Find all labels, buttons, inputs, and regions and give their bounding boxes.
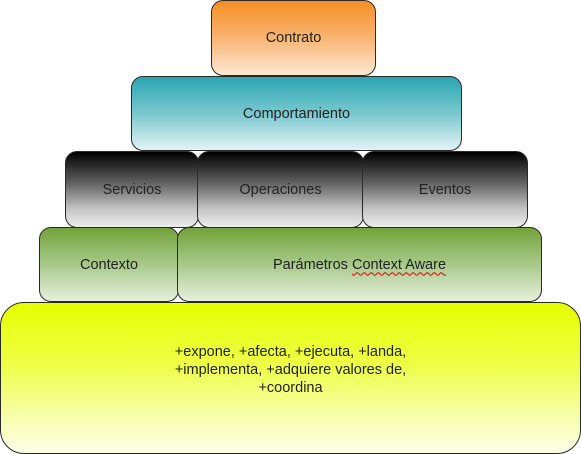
contexto-box: Contexto xyxy=(39,227,179,302)
eventos-label: Eventos xyxy=(418,181,472,198)
contexto-label: Contexto xyxy=(79,256,139,273)
comportamiento-box: Comportamiento xyxy=(131,76,462,151)
base-line-2: +implementa, +adquiere valores de, xyxy=(174,362,407,378)
comportamiento-label: Comportamiento xyxy=(242,105,351,122)
base-box: +expone, +afecta, +ejecuta, +landa, +imp… xyxy=(0,302,581,454)
parametros-label: Parámetros Context Aware xyxy=(273,257,446,273)
base-line-1: +expone, +afecta, +ejecuta, +landa, xyxy=(174,344,407,360)
contrato-box: Contrato xyxy=(211,0,376,76)
parametros-prefix: Parámetros xyxy=(272,256,352,273)
base-line-3: +coordina xyxy=(258,380,323,396)
contrato-label: Contrato xyxy=(265,30,322,46)
servicios-box: Servicios xyxy=(65,151,199,228)
context-aware-spellcheck-text: Context Aware xyxy=(351,256,447,273)
operaciones-label: Operaciones xyxy=(239,181,322,198)
base-text: +expone, +afecta, +ejecuta, +landa, +imp… xyxy=(151,343,431,397)
eventos-box: Eventos xyxy=(362,151,528,228)
servicios-label: Servicios xyxy=(102,181,162,198)
operaciones-box: Operaciones xyxy=(197,151,364,228)
parametros-context-aware-box: Parámetros Context Aware xyxy=(177,227,542,302)
